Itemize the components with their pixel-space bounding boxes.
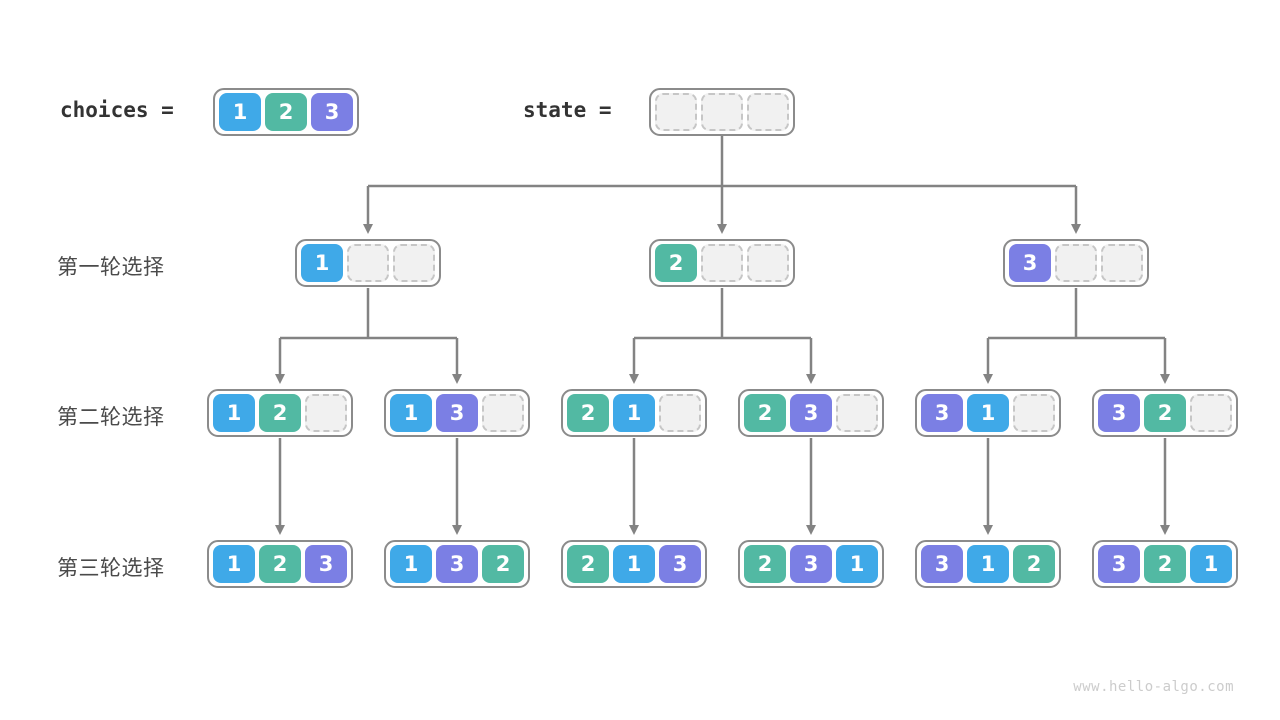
empty-cell	[701, 93, 743, 131]
cell-value-2: 2	[259, 394, 301, 432]
cell-value-3: 3	[921, 545, 963, 583]
cell-value-3: 3	[436, 394, 478, 432]
empty-cell	[655, 93, 697, 131]
cell-value-1: 1	[301, 244, 343, 282]
cell-value-3: 3	[659, 545, 701, 583]
cell-value-3: 3	[921, 394, 963, 432]
empty-cell	[1013, 394, 1055, 432]
cell-value-3: 3	[436, 545, 478, 583]
state-box-empty	[649, 88, 795, 136]
cell-value-1: 1	[836, 545, 878, 583]
cell-value-2: 2	[567, 545, 609, 583]
empty-cell	[305, 394, 347, 432]
cell-value-3: 3	[1098, 545, 1140, 583]
empty-cell	[482, 394, 524, 432]
cell-value-2: 2	[1144, 545, 1186, 583]
cell-value-1: 1	[390, 545, 432, 583]
cell-value-2: 2	[1013, 545, 1055, 583]
round-1-label: 第一轮选择	[57, 255, 165, 279]
cell-value-1: 1	[613, 545, 655, 583]
cell-value-1: 1	[390, 394, 432, 432]
empty-cell	[347, 244, 389, 282]
empty-cell	[1055, 244, 1097, 282]
empty-cell	[393, 244, 435, 282]
cell-value-1: 1	[967, 545, 1009, 583]
cell-value-2: 2	[744, 545, 786, 583]
cell-value-3: 3	[305, 545, 347, 583]
empty-cell	[1101, 244, 1143, 282]
cell-value-3: 3	[1009, 244, 1051, 282]
empty-cell	[1190, 394, 1232, 432]
state-label: state =	[523, 98, 612, 122]
cell-value-1: 1	[219, 93, 261, 131]
empty-cell	[659, 394, 701, 432]
cell-value-2: 2	[482, 545, 524, 583]
cell-value-2: 2	[655, 244, 697, 282]
cell-value-2: 2	[265, 93, 307, 131]
cell-value-3: 3	[1098, 394, 1140, 432]
cell-value-3: 3	[790, 394, 832, 432]
cell-value-1: 1	[213, 394, 255, 432]
cell-value-3: 3	[311, 93, 353, 131]
empty-cell	[747, 244, 789, 282]
watermark: www.hello-algo.com	[1073, 679, 1234, 695]
round-2-label: 第二轮选择	[57, 405, 165, 429]
state-box-round1-1: 1	[295, 239, 441, 287]
state-box-round1-3: 3	[1003, 239, 1149, 287]
cell-value-1: 1	[613, 394, 655, 432]
empty-cell	[836, 394, 878, 432]
round-3-label: 第三轮选择	[57, 556, 165, 580]
cell-value-2: 2	[1144, 394, 1186, 432]
empty-cell	[701, 244, 743, 282]
cell-value-1: 1	[967, 394, 1009, 432]
cell-value-2: 2	[259, 545, 301, 583]
state-box-round1-2: 2	[649, 239, 795, 287]
choices-label: choices =	[60, 98, 174, 122]
cell-value-2: 2	[567, 394, 609, 432]
cell-value-3: 3	[790, 545, 832, 583]
cell-value-1: 1	[213, 545, 255, 583]
empty-cell	[747, 93, 789, 131]
cell-value-2: 2	[744, 394, 786, 432]
cell-value-1: 1	[1190, 545, 1232, 583]
